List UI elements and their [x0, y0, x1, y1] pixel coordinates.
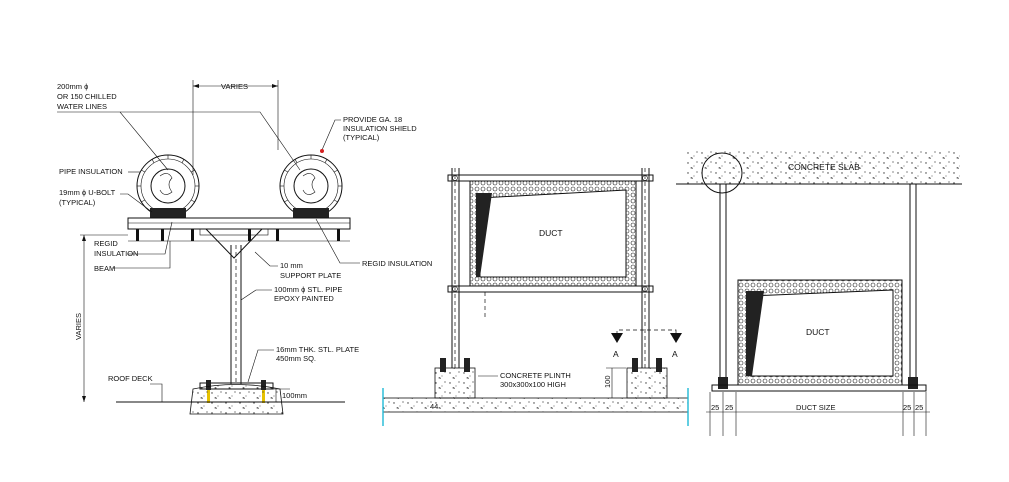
chilled-water-label-2: OR 150 CHILLED — [57, 92, 117, 101]
stl-plate-leader — [247, 349, 274, 383]
detail-callout-circle — [701, 152, 743, 194]
chilled-water-pipe-left — [136, 154, 200, 218]
u-bolt-label-1: 19mm ϕ U-BOLT — [59, 188, 116, 197]
stl-plate-label-2: 450mm SQ. — [276, 354, 316, 363]
plinth-label-2: 300x300x100 HIGH — [500, 380, 566, 389]
dim-25-label-3: 25 — [903, 403, 911, 412]
varies-side-label: VARIES — [74, 313, 83, 340]
beam-leader — [112, 241, 171, 269]
chilled-water-label-3: WATER LINES — [57, 102, 107, 111]
steel-pipe-column — [230, 245, 242, 384]
stl-plate-label-1: 16mm THK. STL. PLATE — [276, 345, 359, 354]
roof-deck-label: ROOF DECK — [108, 374, 153, 383]
hanger-support-angle — [711, 384, 927, 392]
duct-hanger-detail: CONCRETE SLAB DUCT 25 — [676, 150, 962, 436]
duct-size-label: DUCT SIZE — [796, 403, 835, 412]
pipe-support-detail: VARIES 200mm ϕ OR 150 CHILLED WATER LINE… — [57, 80, 432, 415]
concrete-plinths — [434, 358, 668, 399]
support-plate-leader — [254, 251, 278, 267]
floor-slab — [382, 397, 689, 413]
insulation-shield-label-1: PROVIDE GA. 18 — [343, 115, 402, 124]
dim-25-label-4: 25 — [915, 403, 923, 412]
dim-100mm-label: 100mm — [282, 391, 307, 400]
section-a-a-marker: A A — [611, 329, 682, 359]
varies-side-dimension: VARIES — [74, 234, 128, 402]
roof-deck-leader — [150, 383, 163, 402]
plinth-label-1: CONCRETE PLINTH — [500, 371, 571, 380]
stl-pipe-label-1: 100mm ϕ STL. PIPE — [274, 285, 342, 294]
support-plate-label-2: SUPPORT PLATE — [280, 271, 341, 280]
chilled-water-leader-2 — [120, 111, 301, 171]
slab-mark-label: 44 — [430, 402, 438, 411]
section-a-right-label: A — [672, 349, 678, 359]
beam-label: BEAM — [94, 264, 115, 273]
section-a-left-label: A — [613, 349, 619, 359]
dim-25-label-1: 25 — [711, 403, 719, 412]
chilled-water-label-1: 200mm ϕ — [57, 82, 88, 91]
regid-insulation-right-label: REGID INSULATION — [362, 259, 432, 268]
chilled-water-pipe-right — [279, 154, 343, 218]
duct-stand-detail: 44 DUCT — [382, 168, 689, 426]
dim-100-label: 100 — [603, 375, 612, 388]
varies-top-dimension: VARIES — [192, 80, 279, 175]
support-plate-label-1: 10 mm — [280, 261, 303, 270]
concrete-footing — [189, 384, 284, 415]
u-bolt-left — [150, 208, 186, 218]
dim-25-label-2: 25 — [725, 403, 733, 412]
duct-hanger-duct-label: DUCT — [806, 327, 830, 337]
regid-insulation-left-label-1: REGID — [94, 239, 118, 248]
insulation-shield-leader — [321, 119, 341, 151]
duct-stand-duct: DUCT — [469, 180, 637, 287]
varies-top-label: VARIES — [221, 82, 248, 91]
concrete-slab-label: CONCRETE SLAB — [788, 162, 860, 172]
duct-hanger-duct: DUCT — [737, 279, 903, 386]
regid-insulation-right-leader — [315, 218, 360, 264]
insulation-shield-label-2: INSULATION SHIELD — [343, 124, 417, 133]
insulation-shield-marker — [320, 149, 324, 153]
insulation-shield-label-3: (TYPICAL) — [343, 133, 380, 142]
support-beam — [127, 217, 351, 259]
u-bolt-leader — [120, 193, 153, 213]
u-bolt-right — [293, 208, 329, 218]
stl-pipe-label-2: EPOXY PAINTED — [274, 294, 334, 303]
u-bolt-label-2: (TYPICAL) — [59, 198, 96, 207]
chilled-water-leader-1 — [57, 111, 169, 171]
stl-pipe-leader — [240, 289, 272, 301]
pipe-insulation-label: PIPE INSULATION — [59, 167, 123, 176]
regid-insulation-left-label-2: INSULATION — [94, 249, 138, 258]
duct-stand-duct-label: DUCT — [539, 228, 563, 238]
slab-edge-markers — [382, 388, 689, 426]
hanger-rods — [718, 184, 918, 389]
regid-insulation-left-leader — [127, 221, 173, 255]
duct-hanger-dimensions: 25 25 DUCT SIZE 25 25 — [706, 392, 930, 436]
